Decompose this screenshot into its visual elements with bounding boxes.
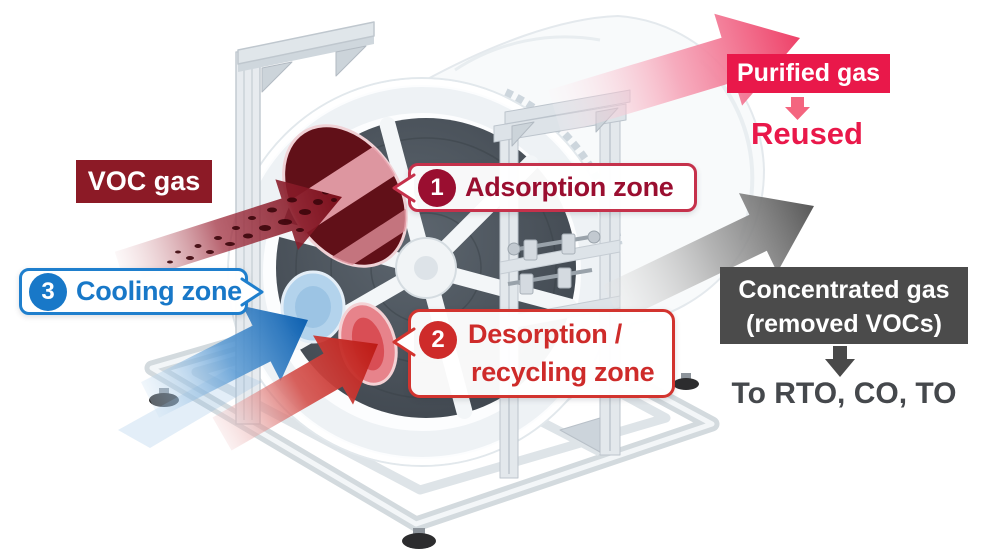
purified-gas-label: Purified gas (727, 54, 890, 93)
desorption-air-arrow (212, 335, 378, 451)
zone-number-badge: 1 (418, 168, 456, 207)
to-rto-text: To RTO, CO, TO (731, 377, 957, 410)
zone-label: Cooling zone (76, 276, 242, 306)
zone-label: Desorption / recycling zone (468, 319, 655, 387)
concentrated-gas-line1: Concentrated gas (738, 275, 950, 304)
zone-number-badge: 2 (419, 321, 457, 359)
concentrated-gas-arrow (603, 193, 814, 321)
down-arrow-pink (785, 97, 810, 120)
cooling-air-arrow (141, 306, 308, 418)
zone-number-badge: 3 (29, 272, 67, 311)
concentrated-gas-label: Concentrated gas (removed VOCs) (720, 267, 968, 344)
callout-pointer-icon (392, 327, 416, 357)
concentrated-gas-line2: (removed VOCs) (746, 309, 942, 338)
callout-pointer-icon (240, 277, 264, 306)
drive-shaft-assembly (507, 230, 601, 295)
zone-label: Adsorption zone (465, 172, 674, 202)
cooling-zone-callout: 3 Cooling zone (19, 268, 264, 315)
blue-reflection (118, 368, 262, 448)
adsorption-zone-callout: 1 Adsorption zone (392, 163, 697, 212)
desorption-zone-callout: 2 Desorption / recycling zone (392, 309, 675, 398)
down-arrow-gray (825, 346, 855, 377)
callout-pointer-icon (392, 173, 416, 202)
reused-text: Reused (751, 116, 863, 151)
purified-gas-arrow (548, 13, 800, 134)
voc-gas-label: VOC gas (76, 160, 212, 203)
